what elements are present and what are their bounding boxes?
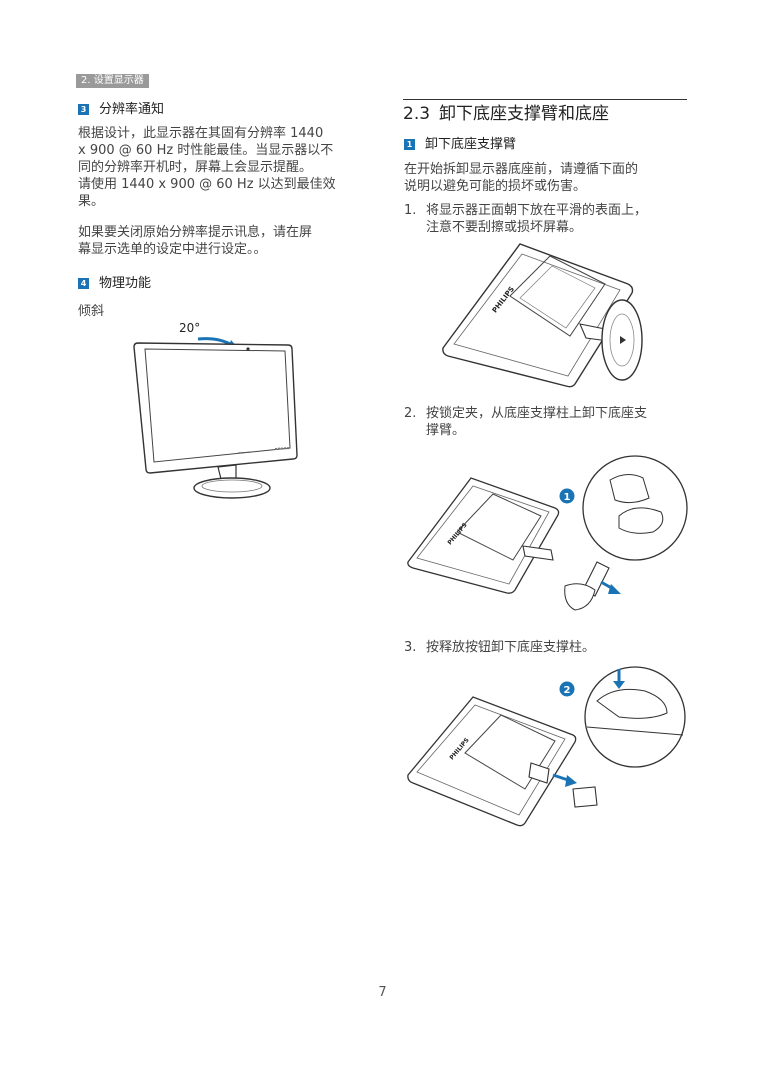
arrow-icon	[608, 584, 621, 594]
text-line: 果。	[78, 194, 105, 209]
text-line: 如果要关闭原始分辨率提示讯息，请在屏	[78, 225, 313, 240]
step-3: 3. 按释放按钮卸下底座支撑柱。	[404, 639, 704, 656]
section-3-title: 分辨率通知	[99, 102, 165, 117]
press-arrow-icon	[613, 681, 625, 689]
osd-paragraph: 如果要关闭原始分辨率提示讯息，请在屏 幕显示选单的设定中进行设定。。	[78, 224, 368, 258]
text-line: 在开始拆卸显示器底座前，请遵循下面的	[404, 162, 639, 177]
callout-2-label: 2	[564, 685, 571, 696]
heading-text: 卸下底座支撑臂和底座	[439, 104, 610, 124]
callout-1-icon	[559, 488, 575, 504]
monitor-back	[407, 696, 577, 827]
section-3-number: 3	[78, 104, 89, 115]
intro-paragraph: 在开始拆卸显示器底座前，请遵循下面的 说明以避免可能的损坏或伤害。	[404, 161, 694, 195]
heading-number: 2.3	[403, 104, 431, 124]
tilt-label: 倾斜	[78, 304, 105, 319]
section-3-heading: 3 分辨率通知	[78, 102, 164, 118]
callout-1-label: 1	[564, 492, 571, 503]
step-text-continued: 撑臂。	[426, 423, 466, 438]
text-line: 幕显示选单的设定中进行设定。。	[78, 242, 267, 257]
step-2-illustration: PHILIPS 1	[407, 455, 688, 611]
stand-arm	[522, 545, 554, 561]
text-line: 同的分辨率开机时，屏幕上会显示提醒。	[78, 160, 313, 175]
step-number: 1.	[404, 203, 417, 218]
step-3-illustration: PHILIPS 2	[407, 666, 686, 827]
resolution-paragraph: 根据设计，此显示器在其固有分辨率 1440 x 900 @ 60 Hz 时性能最…	[78, 125, 368, 210]
section-1-heading: 1 卸下底座支撑臂	[404, 137, 516, 153]
monitor-base	[193, 477, 271, 499]
section-1-number: 1	[404, 139, 415, 150]
text-line: x 900 @ 60 Hz 时性能最佳。当显示器以不	[78, 143, 334, 158]
text-line: 请使用 1440 x 900 @ 60 Hz 以达到最佳效	[78, 177, 336, 192]
step-text-continued: 注意不要刮擦或损坏屏幕。	[426, 220, 583, 235]
step-text: 按释放按钮卸下底座支撑柱。	[426, 640, 596, 655]
section-4-title: 物理功能	[99, 276, 152, 291]
tilt-monitor-illustration: 20° -5	[133, 321, 298, 499]
angle-up-label: 20°	[179, 321, 200, 335]
monitor-screen	[144, 348, 291, 463]
section-4-number: 4	[78, 278, 89, 289]
text-line: 说明以避免可能的损坏或伤害。	[404, 179, 587, 194]
step-number: 3.	[404, 640, 417, 655]
step-1-illustration: PHILIPS	[442, 243, 643, 388]
step-1: 1. 将显示器正面朝下放在平滑的表面上， 注意不要刮擦或损坏屏幕。	[404, 202, 704, 236]
step-number: 2.	[404, 406, 417, 421]
stand-post	[572, 786, 598, 808]
step-2: 2. 按锁定夹，从底座支撑柱上卸下底座支 撑臂。	[404, 405, 704, 439]
callout-2-icon	[559, 681, 575, 697]
text-line: 根据设计，此显示器在其固有分辨率 1440	[78, 126, 324, 141]
monitor-back	[442, 243, 634, 388]
section-2-3-heading: 2.3 卸下底座支撑臂和底座	[403, 99, 687, 125]
section-4-heading: 4 物理功能	[78, 276, 151, 292]
arrow-icon	[565, 775, 577, 787]
page-number: 7	[378, 985, 387, 1000]
step-text: 按锁定夹，从底座支撑柱上卸下底座支	[426, 406, 648, 421]
step-text: 将显示器正面朝下放在平滑的表面上，	[426, 203, 648, 218]
chapter-tag: 2. 设置显示器	[76, 74, 149, 88]
section-1-title: 卸下底座支撑臂	[425, 137, 517, 152]
